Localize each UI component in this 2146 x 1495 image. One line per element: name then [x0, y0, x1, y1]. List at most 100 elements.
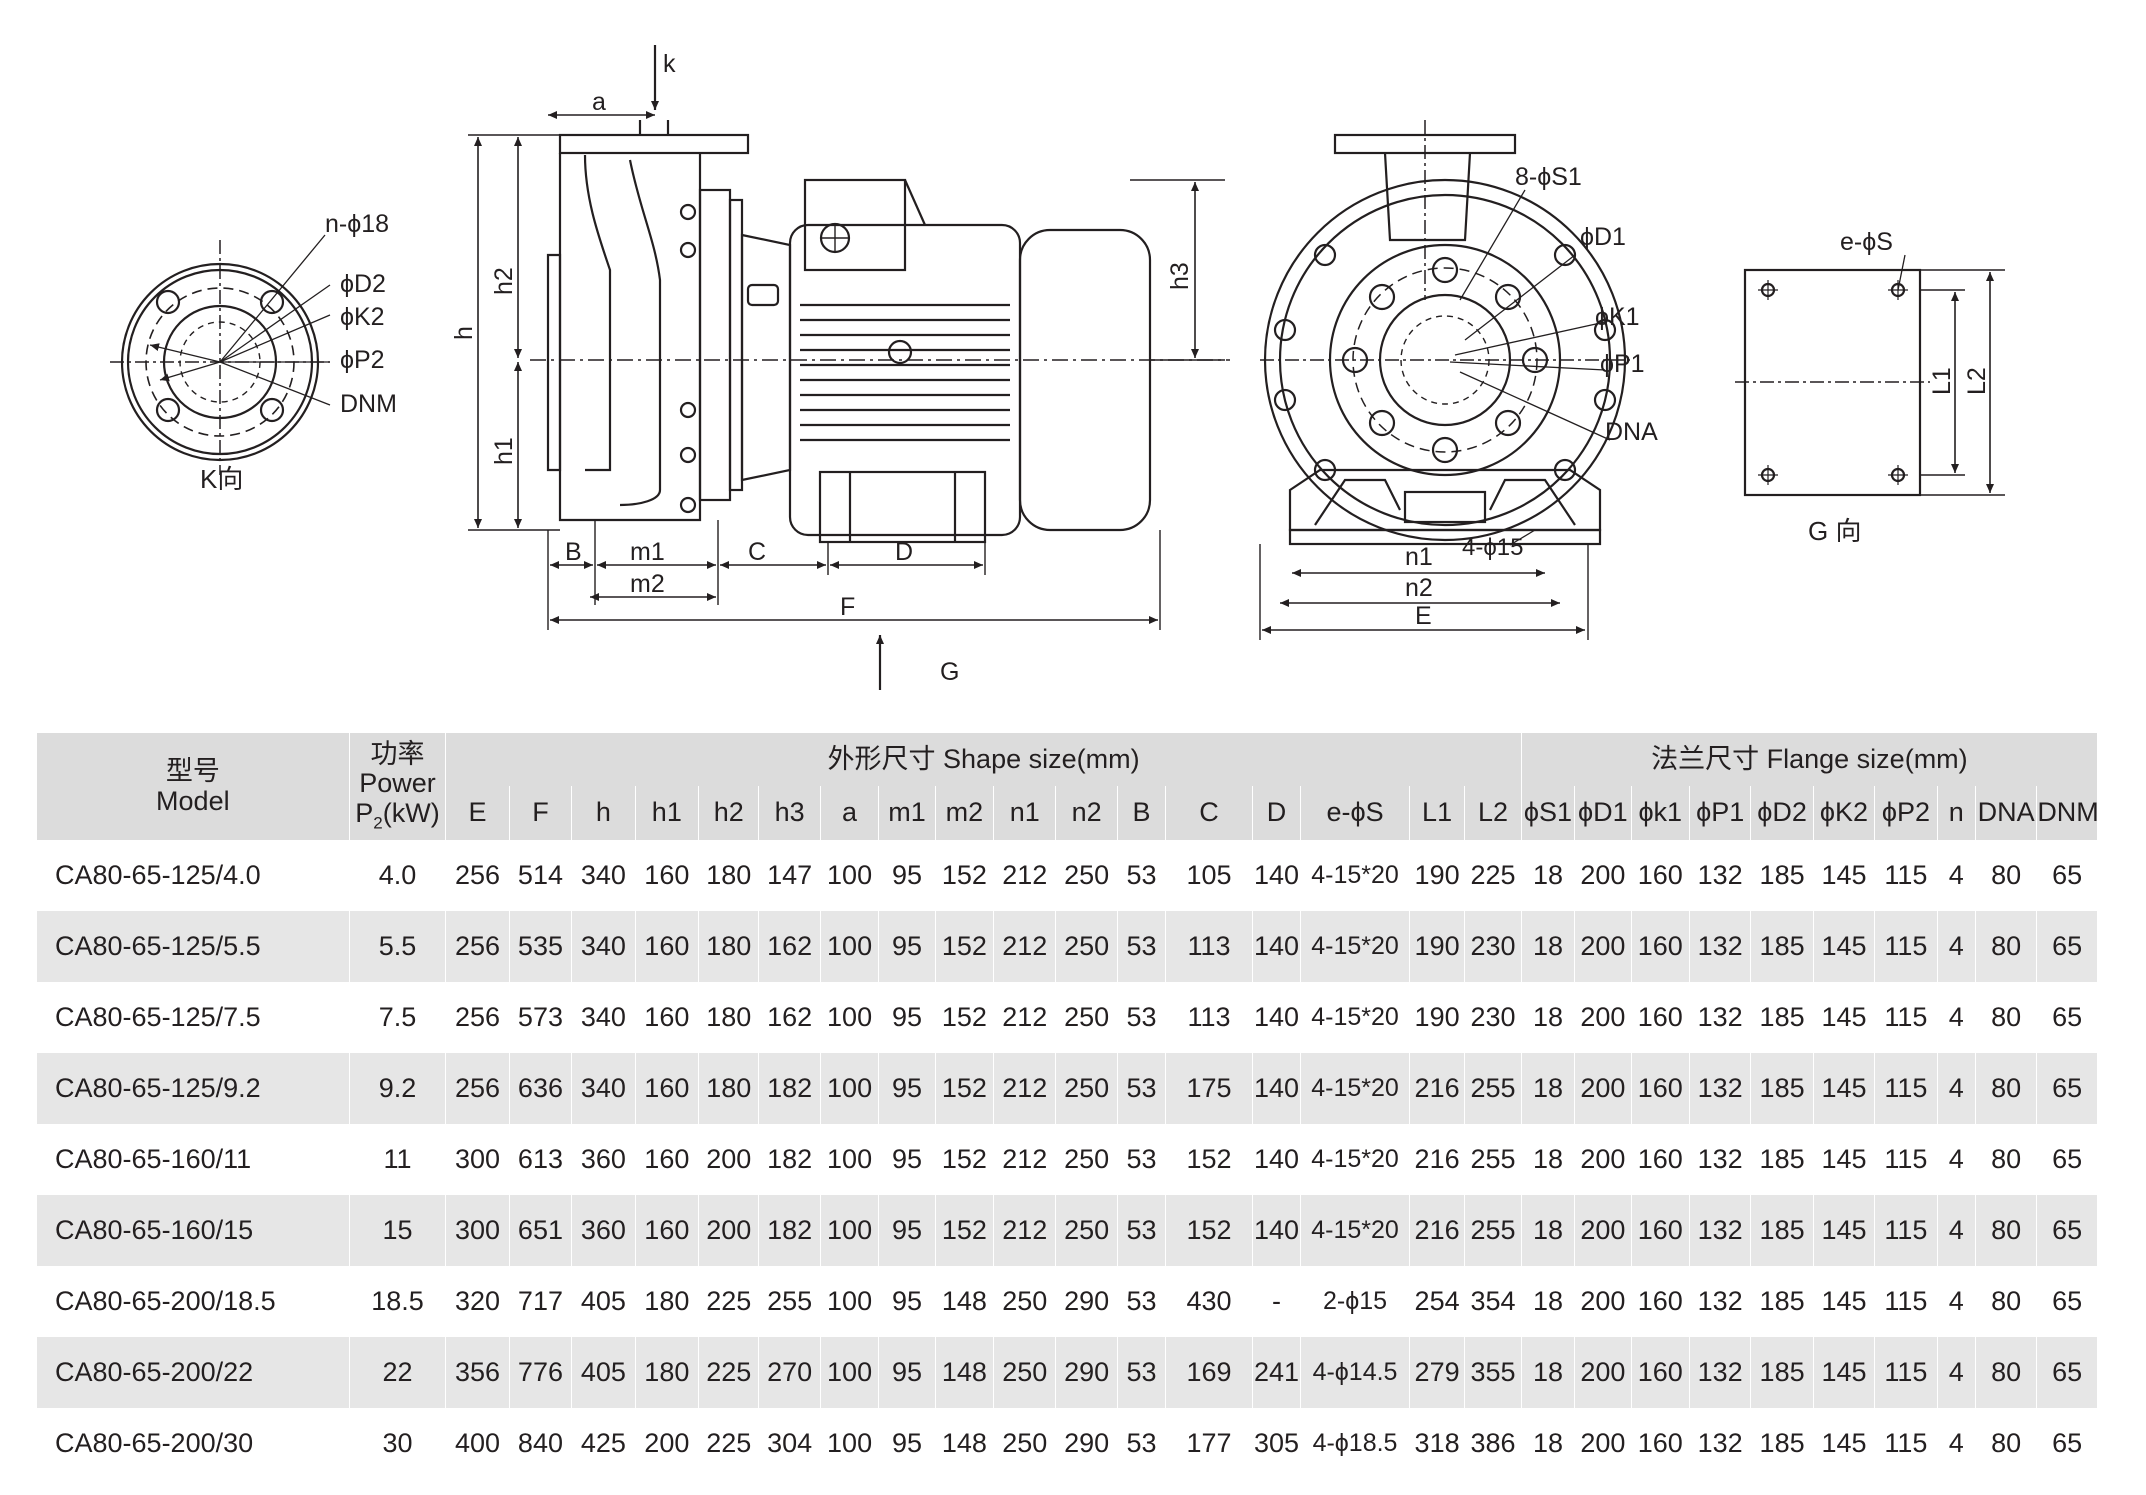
value-cell: 4-15*20 [1300, 1124, 1410, 1195]
model-cell: CA80-65-125/4.0 [37, 840, 350, 911]
power-cell: 4.0 [349, 840, 447, 911]
value-cell: 115 [1874, 982, 1938, 1053]
value-cell: 18 [1521, 1053, 1576, 1124]
k-view-label-n-phi18: n-ϕ18 [325, 210, 389, 238]
column-header-shape: h3 [758, 786, 821, 840]
value-cell: 200 [1574, 1408, 1632, 1479]
value-cell: 145 [1813, 840, 1876, 911]
column-header-flange: ϕk1 [1631, 786, 1690, 840]
value-cell: 152 [1165, 1124, 1253, 1195]
column-header-flange: DNA [1975, 786, 2038, 840]
value-cell: 514 [509, 840, 573, 911]
value-cell: 53 [1117, 1124, 1167, 1195]
value-cell: 212 [993, 840, 1057, 911]
model-cell: CA80-65-200/22 [37, 1337, 350, 1408]
header-power: 功率 Power P2(kW) [349, 733, 447, 840]
value-cell: 80 [1975, 1337, 2038, 1408]
value-cell: 717 [509, 1266, 573, 1337]
value-cell: 4 [1937, 1124, 1976, 1195]
value-cell: 230 [1464, 982, 1522, 1053]
value-cell: 185 [1750, 1337, 1814, 1408]
value-cell: 250 [1055, 1124, 1118, 1195]
value-cell: 95 [878, 1266, 936, 1337]
header-shape-size: 外形尺寸 Shape size(mm) [445, 733, 1522, 786]
side-view-label-f: F [840, 593, 855, 621]
column-header-flange: ϕK2 [1813, 786, 1876, 840]
value-cell: 160 [1631, 1408, 1690, 1479]
power-cell: 9.2 [349, 1053, 447, 1124]
value-cell: 160 [635, 982, 700, 1053]
value-cell: 256 [445, 1053, 510, 1124]
value-cell: 354 [1464, 1266, 1522, 1337]
value-cell: 230 [1464, 911, 1522, 982]
value-cell: 180 [698, 840, 760, 911]
value-cell: 175 [1165, 1053, 1253, 1124]
value-cell: 290 [1055, 1408, 1118, 1479]
value-cell: 160 [1631, 982, 1690, 1053]
value-cell: 169 [1165, 1337, 1253, 1408]
value-cell: 65 [2036, 1266, 2098, 1337]
value-cell: 250 [1055, 911, 1118, 982]
side-view-label-h1: h1 [490, 437, 518, 465]
model-cell: CA80-65-125/9.2 [37, 1053, 350, 1124]
value-cell: 4-ϕ18.5 [1300, 1408, 1410, 1479]
value-cell: 279 [1409, 1337, 1466, 1408]
value-cell: 53 [1117, 1195, 1167, 1266]
value-cell: 180 [698, 1053, 760, 1124]
value-cell: 190 [1409, 840, 1466, 911]
value-cell: 256 [445, 982, 510, 1053]
value-cell: 132 [1689, 1337, 1752, 1408]
power-cell: 5.5 [349, 911, 447, 982]
value-cell: 140 [1252, 911, 1302, 982]
value-cell: 255 [758, 1266, 821, 1337]
value-cell: 200 [635, 1408, 700, 1479]
side-view-label-m1: m1 [630, 538, 665, 566]
header-flange-size: 法兰尺寸 Flange size(mm) [1521, 733, 2099, 786]
value-cell: 100 [820, 982, 880, 1053]
g-view-caption: G 向 [1808, 516, 1861, 546]
value-cell: 776 [509, 1337, 573, 1408]
side-view-label-d: D [895, 538, 913, 566]
column-header-flange: ϕD2 [1750, 786, 1814, 840]
value-cell: 535 [509, 911, 573, 982]
value-cell: 140 [1252, 1195, 1302, 1266]
value-cell: 270 [758, 1337, 821, 1408]
front-view-label-n2: n2 [1405, 574, 1433, 602]
side-view-label-c: C [748, 538, 766, 566]
value-cell: 145 [1813, 1053, 1876, 1124]
g-view-label-l2: L2 [1963, 367, 1991, 395]
value-cell: 53 [1117, 840, 1167, 911]
column-header-shape: L1 [1409, 786, 1466, 840]
value-cell: 4-ϕ14.5 [1300, 1337, 1410, 1408]
value-cell: 4 [1937, 1195, 1976, 1266]
value-cell: 216 [1409, 1053, 1466, 1124]
k-view-label-phi-d2: ϕD2 [340, 270, 386, 298]
g-view-base-drawing: e-ϕS L1 L2 G 向 [1735, 228, 2005, 546]
value-cell: 80 [1975, 1124, 2038, 1195]
value-cell: 290 [1055, 1266, 1118, 1337]
value-cell: 212 [993, 1124, 1057, 1195]
k-view-flange-drawing: n-ϕ18 ϕD2 ϕK2 ϕP2 DNM K向 [110, 210, 397, 494]
value-cell: 212 [993, 911, 1057, 982]
value-cell: 212 [993, 982, 1057, 1053]
pump-dimension-drawings: n-ϕ18 ϕD2 ϕK2 ϕP2 DNM K向 [110, 45, 2005, 690]
value-cell: 18 [1521, 1408, 1576, 1479]
value-cell: 212 [993, 1195, 1057, 1266]
column-header-flange: ϕS1 [1521, 786, 1576, 840]
value-cell: 4 [1937, 1053, 1976, 1124]
value-cell: 80 [1975, 1266, 2038, 1337]
value-cell: 145 [1813, 1408, 1876, 1479]
column-header-shape: E [445, 786, 510, 840]
value-cell: 100 [820, 1195, 880, 1266]
value-cell: 355 [1464, 1337, 1522, 1408]
value-cell: 53 [1117, 1408, 1167, 1479]
front-view-label-e: E [1415, 602, 1432, 630]
value-cell: 613 [509, 1124, 573, 1195]
value-cell: 216 [1409, 1195, 1466, 1266]
front-view-label-dna: DNA [1605, 418, 1658, 446]
column-header-shape: h2 [698, 786, 760, 840]
value-cell: 200 [1574, 1053, 1632, 1124]
value-cell: 140 [1252, 982, 1302, 1053]
header-power-en: Power [359, 768, 436, 799]
value-cell: 162 [758, 911, 821, 982]
